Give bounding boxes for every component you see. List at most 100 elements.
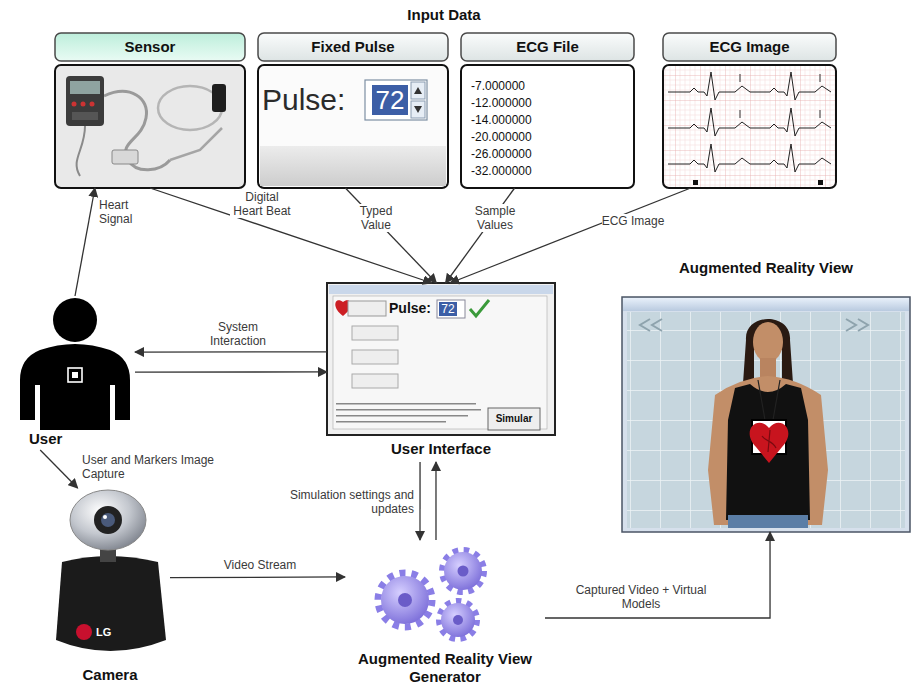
ui-window-art [329, 285, 553, 294]
webcam-art [56, 490, 166, 651]
gears-art [458, 566, 469, 577]
sensor-photo [112, 150, 138, 164]
ar-view-art [622, 297, 910, 532]
ar-view-art [623, 298, 909, 311]
ui-window-art [352, 350, 398, 364]
gears-art [378, 573, 432, 627]
flow-arrow [545, 532, 770, 618]
ar-view-art [627, 312, 905, 528]
ui-window-art [333, 296, 547, 429]
sample-value: -7.000000 [471, 79, 525, 93]
input-panel: ECG Image [663, 33, 836, 188]
fixed-pulse-panel-art [414, 106, 422, 113]
ecg-file-panel-art [461, 33, 634, 188]
sensor-photo [66, 76, 226, 176]
ui-window-art [327, 283, 555, 435]
flow-arrow [135, 371, 327, 372]
gears-art [453, 615, 463, 625]
flow-arrow [419, 462, 420, 540]
edge-label: Sample Values [466, 204, 524, 232]
fixed-pulse-panel-art [260, 146, 446, 186]
ar-view-art [753, 322, 783, 362]
flow-arrow [435, 462, 436, 540]
ar-view-art [750, 423, 789, 463]
fixed-pulse-panel-art [411, 101, 425, 118]
figure-label: Augmented Reality View [622, 259, 910, 277]
ui-window-art [327, 283, 555, 435]
field-value: 72 [372, 85, 408, 115]
sensor-panel-art [55, 65, 245, 188]
ecg-image-panel-art [663, 33, 836, 188]
sensor-panel: Sensor [55, 33, 245, 188]
ar-view-art [640, 319, 662, 331]
ar-view-art [762, 430, 776, 452]
fixed-pulse-panel-art [258, 33, 448, 188]
gears-art [439, 601, 477, 639]
field-value: 72 [439, 302, 457, 316]
panel-header: ECG Image [663, 33, 836, 61]
fixed-pulse-panel-art [414, 87, 422, 94]
user-figure-art [20, 344, 130, 430]
sensor-photo [81, 102, 86, 107]
user-figure-art [53, 298, 97, 342]
sample-value: -20.000000 [471, 130, 532, 144]
edge-label: Typed Value [350, 204, 402, 232]
ar-view-art [758, 380, 780, 420]
webcam-art [103, 515, 107, 519]
ecg-file-panel-art [461, 65, 634, 188]
gears-art [442, 550, 484, 592]
sensor-panel-art [55, 33, 245, 61]
brand-logo: LG [96, 626, 111, 639]
panel-header: ECG File [461, 33, 634, 61]
flow-arrow [450, 188, 691, 283]
webcam-art [56, 556, 166, 651]
ecg-file-panel-art [461, 33, 634, 61]
ecg-image-panel-art [740, 74, 820, 118]
panel-header: Sensor [55, 33, 245, 61]
ui-window-art [352, 374, 398, 388]
sensor-photo [212, 84, 226, 112]
webcam-art [70, 490, 146, 550]
edge-label: ECG Image [602, 214, 665, 228]
flow-arrow [135, 351, 327, 352]
sensor-photo [72, 112, 98, 120]
figure-label: User Interface [327, 440, 555, 458]
ui-window-art [336, 415, 468, 417]
flow-arrow [170, 576, 345, 578]
ecg-image-panel-art [818, 180, 823, 185]
edge-label: Video Stream [224, 558, 297, 572]
camera: CameraLG [50, 488, 170, 686]
sample-value: -32.000000 [471, 164, 532, 178]
edge-label: Digital Heart Beat [230, 190, 294, 218]
input-panel: ECG File-7.000000-12.000000-14.000000-20… [461, 33, 634, 188]
button-label: Simular [488, 408, 540, 430]
user-figure-art [20, 298, 130, 430]
gears-art [441, 603, 475, 637]
flow-arrow [40, 450, 77, 488]
gears-art [398, 593, 412, 607]
ui-window-art [439, 302, 457, 316]
fixed-pulse-panel-art [372, 85, 408, 115]
ar-view: Augmented Reality View [622, 258, 910, 532]
ecg-image-panel-art [668, 144, 831, 172]
edge-label: Captured Video + Virtual Models [560, 583, 722, 611]
sensor-photo [70, 81, 100, 94]
ecg-image-panel-art [668, 72, 831, 100]
webcam-art [76, 624, 92, 640]
gears-art [381, 576, 429, 624]
ar-view-art [728, 515, 808, 528]
sensor-photo [77, 126, 85, 176]
fixed-pulse-panel-art [258, 33, 448, 61]
edge-label: System Interaction [200, 320, 276, 348]
ecg-image-panel-art [663, 33, 836, 61]
figure-label: Augmented Reality View Generator [345, 650, 545, 686]
user-figure: User [15, 296, 135, 450]
webcam-art [94, 506, 122, 534]
user-figure-art [72, 372, 78, 378]
sample-value: -12.000000 [471, 96, 532, 110]
flow-arrow [75, 188, 95, 296]
